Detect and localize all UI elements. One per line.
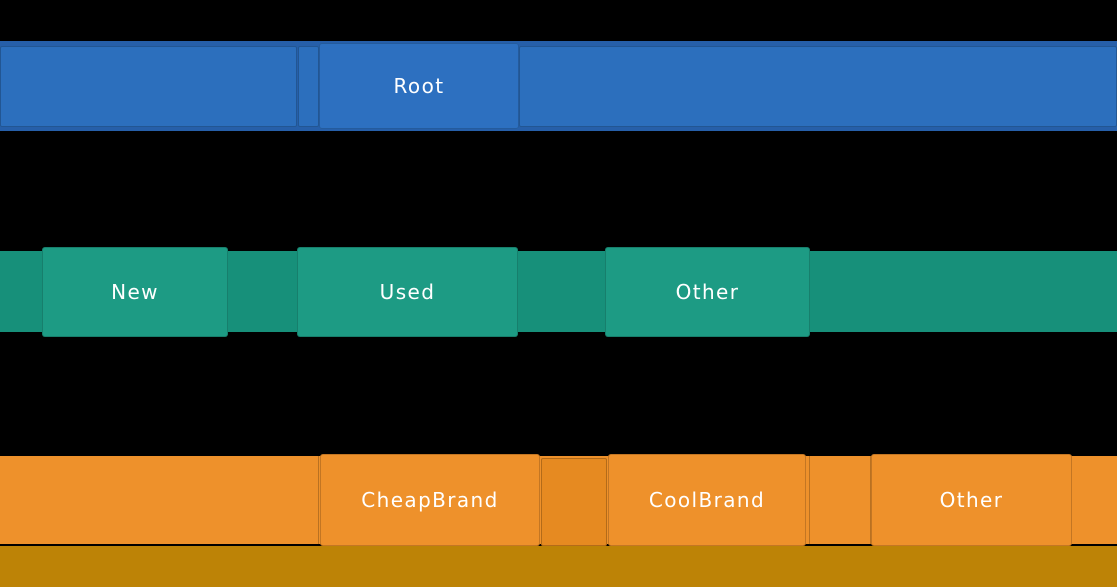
node-used-condition[interactable]: Used: [297, 247, 518, 337]
node-coolbrand-brand[interactable]: CoolBrand: [608, 454, 806, 546]
node-new-condition[interactable]: New: [42, 247, 228, 337]
node-label: CoolBrand: [648, 488, 766, 512]
level-brand-seam: [809, 456, 810, 544]
node-label: Used: [379, 280, 436, 304]
level-brand-segment: [541, 458, 607, 546]
node-other-brand[interactable]: Other: [871, 454, 1072, 546]
level-partial-bottom-band: [0, 546, 1117, 587]
node-label: Other: [939, 488, 1004, 512]
level-root-segment: [0, 46, 297, 127]
level-brand-seam: [318, 456, 319, 544]
node-label: Other: [675, 280, 740, 304]
level-root-segment: [298, 46, 319, 127]
node-label: Root: [393, 74, 445, 98]
node-label: New: [111, 280, 159, 304]
level-root-segment: [519, 46, 1117, 127]
node-root-root[interactable]: Root: [319, 43, 519, 129]
level-brand-seam: [870, 456, 871, 544]
node-cheapbrand-brand[interactable]: CheapBrand: [320, 454, 540, 546]
node-label: CheapBrand: [361, 488, 499, 512]
node-other-condition[interactable]: Other: [605, 247, 810, 337]
